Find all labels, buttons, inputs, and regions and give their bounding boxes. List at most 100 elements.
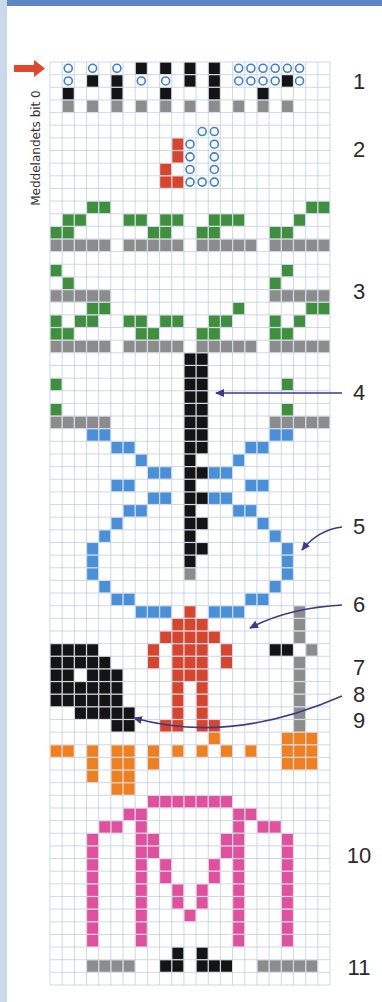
number-bit [247, 77, 255, 85]
telescope [233, 922, 244, 933]
number-bit [259, 77, 267, 85]
grid-line [50, 630, 330, 631]
nucleotide-bit [270, 278, 281, 289]
nucleotide-marker [282, 290, 293, 301]
telescope-size [197, 960, 208, 971]
nucleotide-bit [51, 265, 62, 276]
telescope [136, 834, 147, 845]
grid-line [50, 845, 330, 846]
leader-line [302, 527, 342, 550]
nucleotide-marker [294, 341, 305, 352]
grid-line [50, 618, 330, 619]
helix-backbone [185, 366, 196, 377]
nucleotide-marker [306, 341, 317, 352]
nucleotide-bit [75, 315, 86, 326]
double-helix [282, 568, 293, 579]
helix-backbone [185, 556, 196, 567]
nucleotide-marker [99, 417, 110, 428]
nucleotide-bit [124, 315, 135, 326]
number-marker [185, 101, 196, 112]
population-block [111, 720, 122, 731]
grid-line [159, 62, 160, 985]
telescope [233, 935, 244, 946]
nucleotide-marker [148, 240, 159, 251]
nucleotide-bit [172, 214, 183, 225]
double-helix [245, 505, 256, 516]
nucleotide-marker [87, 417, 98, 428]
dna-element [198, 178, 206, 186]
nucleotide-bit [51, 379, 62, 390]
callout-number: 11 [348, 956, 371, 980]
number-bit [111, 88, 122, 99]
human-figure [148, 657, 159, 668]
nucleotide-marker [233, 341, 244, 352]
number-bit [209, 75, 220, 86]
nucleotide-marker [63, 290, 74, 301]
callout-number: 3 [353, 280, 365, 304]
solar-system [87, 771, 98, 782]
side-label: Meddelandets bit 0 [29, 90, 43, 206]
callout-number: 4 [353, 381, 365, 405]
population-block [51, 695, 62, 706]
double-helix [87, 568, 98, 579]
grid-line [171, 62, 172, 985]
telescope [233, 897, 244, 908]
telescope [87, 847, 98, 858]
telescope [87, 935, 98, 946]
number-marker [87, 101, 98, 112]
helix-backbone [197, 404, 208, 415]
nucleotide-bit [160, 214, 171, 225]
telescope [87, 910, 98, 921]
population-block [124, 720, 135, 731]
double-helix [245, 442, 256, 453]
double-helix [209, 606, 220, 617]
nucleotide-marker [318, 240, 329, 251]
nucleotide-bit [87, 303, 98, 314]
grid-line [50, 150, 330, 151]
telescope [233, 910, 244, 921]
telescope [136, 847, 147, 858]
nucleotide-bit [63, 227, 74, 238]
telescope [282, 897, 293, 908]
helix-backbone [185, 467, 196, 478]
telescope [209, 872, 220, 883]
helix-backbone [197, 353, 208, 364]
grid-line [147, 62, 148, 985]
telescope [124, 809, 135, 820]
telescope [87, 922, 98, 933]
population-block [51, 644, 62, 655]
frame-bar [0, 0, 382, 6]
nucleotide-marker [245, 240, 256, 251]
dna-element [172, 138, 183, 149]
nucleotide-marker [87, 341, 98, 352]
telescope [136, 872, 147, 883]
grid-line [50, 858, 330, 859]
grid-line [256, 62, 257, 985]
grid-line [50, 112, 330, 113]
double-helix [233, 606, 244, 617]
solar-system [221, 745, 232, 756]
double-helix [270, 530, 281, 541]
telescope [99, 821, 110, 832]
nucleotide-bit [197, 227, 208, 238]
grid-line [50, 62, 51, 985]
nucleotide-bit [51, 227, 62, 238]
number-bit [136, 63, 147, 74]
helix-backbone [185, 568, 196, 579]
telescope [282, 859, 293, 870]
callout-number: 6 [353, 593, 365, 617]
nucleotide-bit [282, 404, 293, 415]
solar-system [51, 745, 62, 756]
nucleotide-bit [160, 227, 171, 238]
solar-system [209, 733, 220, 744]
grid-line [50, 163, 330, 164]
human-figure [221, 657, 232, 668]
double-helix [282, 556, 293, 567]
solar-system [294, 745, 305, 756]
grid-line [183, 62, 184, 985]
grid-line [50, 390, 330, 391]
nucleotide-marker [172, 240, 183, 251]
nucleotide-bit [294, 315, 305, 326]
helix-backbone [185, 543, 196, 554]
side-label: Meddelandets bit 0 [29, 90, 43, 206]
